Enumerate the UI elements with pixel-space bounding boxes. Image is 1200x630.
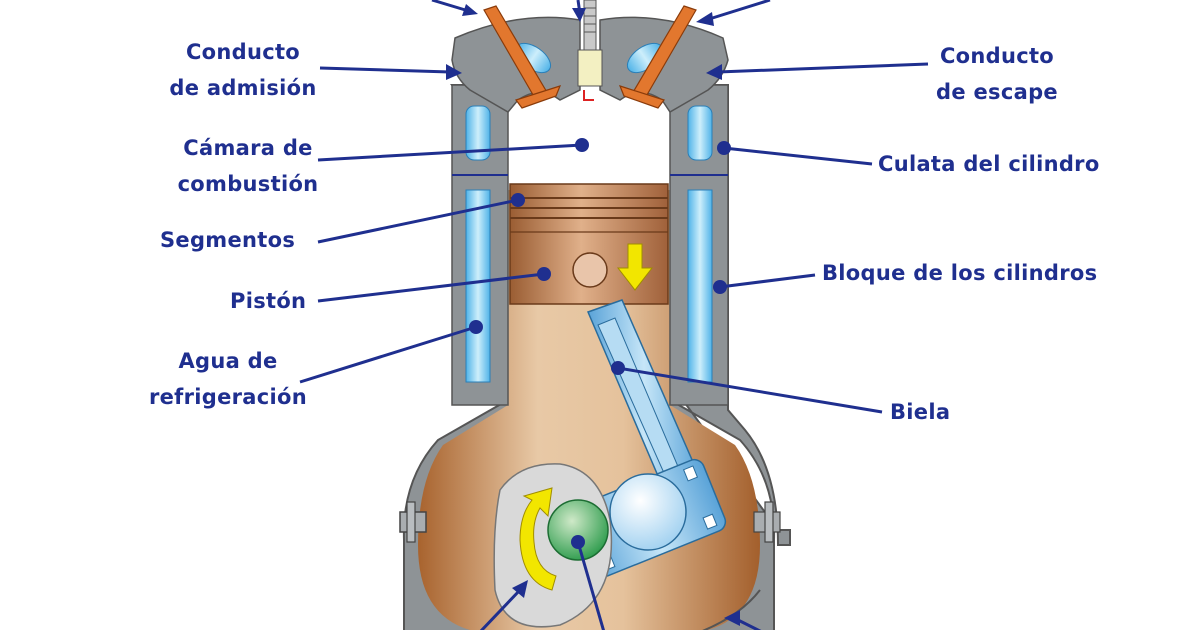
coolant-channel-left bbox=[465, 189, 491, 383]
label-coolant-line2: refrigeración bbox=[148, 385, 308, 409]
label-cylinder-block: Bloque de los cilindros bbox=[822, 261, 1098, 285]
intake-valve bbox=[483, 5, 562, 109]
label-combustion-chamber-line2: combustión bbox=[177, 172, 319, 196]
coolant-channel-left-upper bbox=[465, 105, 491, 161]
spark-plug bbox=[577, 0, 603, 101]
label-piston: Pistón bbox=[230, 289, 307, 313]
combustion-chamber bbox=[508, 112, 670, 190]
label-intake-duct: Conducto de admisión bbox=[150, 34, 336, 106]
big-end-bearing bbox=[609, 473, 687, 551]
crank-pin bbox=[547, 499, 609, 561]
label-exhaust-duct: Conducto de escape bbox=[914, 38, 1080, 110]
down-arrow-icon bbox=[616, 243, 654, 291]
coolant-channel-right-upper bbox=[687, 105, 713, 161]
label-rings: Segmentos bbox=[160, 228, 296, 252]
label-combustion-chamber-line1: Cámara de bbox=[183, 136, 313, 160]
label-exhaust-duct-line1: Conducto bbox=[939, 44, 1055, 68]
label-connecting-rod: Biela bbox=[890, 400, 951, 424]
label-intake-duct-line2: de admisión bbox=[169, 76, 317, 100]
leader-lines bbox=[299, 0, 929, 630]
label-coolant: Agua de refrigeración bbox=[136, 343, 320, 415]
label-exhaust-duct-line2: de escape bbox=[936, 80, 1058, 104]
piston bbox=[509, 183, 669, 305]
label-combustion-chamber: Cámara de combustión bbox=[160, 130, 336, 202]
rotation-arrow-icon bbox=[519, 487, 557, 591]
label-intake-duct-line1: Conducto bbox=[185, 40, 301, 64]
engine-body bbox=[399, 0, 791, 630]
coolant-channel-right bbox=[687, 189, 713, 383]
exhaust-valve bbox=[618, 5, 697, 109]
label-cylinder-head: Culata del cilindro bbox=[878, 152, 1100, 176]
piston-pin bbox=[572, 252, 608, 288]
label-coolant-line1: Agua de bbox=[178, 349, 278, 373]
